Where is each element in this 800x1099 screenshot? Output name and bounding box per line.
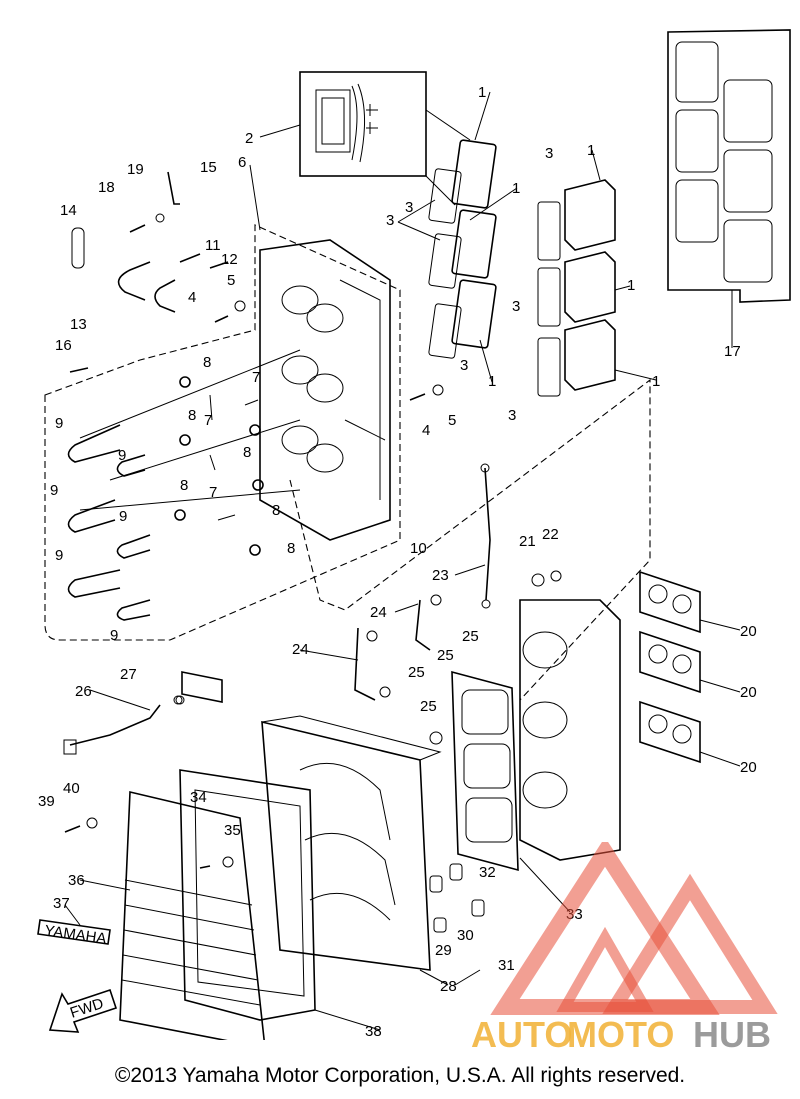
callout-3: 3 <box>386 212 394 229</box>
callout-5: 5 <box>227 272 235 289</box>
reed-valve-set-right <box>537 179 616 397</box>
callout-2: 2 <box>245 130 253 147</box>
automotohub-watermark: AUTO MOTO HUB <box>471 842 778 1055</box>
callout-20: 20 <box>740 759 757 776</box>
callout-25: 25 <box>408 664 425 681</box>
callout-8: 8 <box>272 502 280 519</box>
callout-8: 8 <box>287 540 295 557</box>
callout-1: 1 <box>627 277 635 294</box>
callout-39: 39 <box>38 793 55 810</box>
callout-18: 18 <box>98 179 115 196</box>
callout-32: 32 <box>479 864 496 881</box>
callout-5: 5 <box>448 412 456 429</box>
callout-37: 37 <box>53 895 70 912</box>
assembly-dashed-outline-right <box>289 378 651 701</box>
callout-24: 24 <box>370 604 387 621</box>
callout-8: 8 <box>203 354 211 371</box>
callout-38: 38 <box>365 1023 382 1040</box>
callout-4: 4 <box>188 289 196 306</box>
callout-7: 7 <box>209 484 217 501</box>
callout-labels: 1 1 1 1 1 1 2 3 3 3 3 3 3 4 4 5 5 6 7 7 … <box>38 84 757 1040</box>
copyright-footer: ©2013 Yamaha Motor Corporation, U.S.A. A… <box>114 1064 686 1087</box>
label-plate-text: YAMAHA <box>43 922 107 947</box>
leader-lines <box>64 91 741 1031</box>
linkage-23-24 <box>354 463 491 701</box>
exploded-parts-diagram: YAMAHA FWD 1 1 1 1 1 1 2 3 3 3 3 <box>37 29 791 1040</box>
silencer-cover <box>119 790 265 1040</box>
callout-28: 28 <box>440 978 457 995</box>
callout-14: 14 <box>60 202 77 219</box>
watermark-logo-icon <box>490 842 778 1015</box>
gasket-38 <box>179 769 316 1021</box>
callout-24: 24 <box>292 641 309 658</box>
gasket-33 <box>451 670 519 872</box>
sensor-26-27 <box>63 671 223 755</box>
watermark-brand-moto: MOTO <box>567 1014 674 1055</box>
watermark-brand-auto: AUTO <box>471 1014 572 1055</box>
callout-9: 9 <box>118 447 126 464</box>
callout-20: 20 <box>740 623 757 640</box>
carburetor-assembly <box>519 599 621 861</box>
callout-11: 11 <box>205 237 221 254</box>
callout-15: 15 <box>200 159 217 176</box>
callout-29: 29 <box>435 942 452 959</box>
callout-9: 9 <box>55 415 63 432</box>
callout-12: 12 <box>221 251 238 268</box>
gaskets-20 <box>639 570 701 764</box>
callout-16: 16 <box>55 337 72 354</box>
callout-3: 3 <box>512 298 520 315</box>
callout-10: 10 <box>410 540 427 557</box>
callout-9: 9 <box>110 627 118 644</box>
fwd-arrow: FWD <box>48 988 118 1033</box>
callout-22: 22 <box>542 526 559 543</box>
watermark-brand-hub: HUB <box>693 1014 771 1055</box>
inset-detail <box>299 71 471 206</box>
reed-valve-set-center <box>428 139 497 359</box>
callout-21: 21 <box>519 533 536 550</box>
label-plate: YAMAHA <box>37 919 111 948</box>
callout-6: 6 <box>238 154 246 171</box>
callout-19: 19 <box>127 161 144 178</box>
callout-3: 3 <box>545 145 553 162</box>
callout-23: 23 <box>432 567 449 584</box>
callout-3: 3 <box>460 357 468 374</box>
fittings-7-8 <box>174 376 264 556</box>
callout-3: 3 <box>405 199 413 216</box>
callout-9: 9 <box>50 482 58 499</box>
callout-36: 36 <box>68 872 85 889</box>
callout-8: 8 <box>188 407 196 424</box>
callout-8: 8 <box>180 477 188 494</box>
callout-9: 9 <box>55 547 63 564</box>
silencer-body <box>261 715 442 971</box>
callout-1: 1 <box>587 142 595 159</box>
callout-1: 1 <box>652 373 660 390</box>
callout-20: 20 <box>740 684 757 701</box>
callout-40: 40 <box>63 780 80 797</box>
callout-17: 17 <box>724 343 741 360</box>
callout-7: 7 <box>252 369 260 386</box>
callout-9: 9 <box>119 508 127 525</box>
intake-manifold <box>259 239 391 541</box>
callout-13: 13 <box>70 316 87 333</box>
callout-34: 34 <box>190 789 207 806</box>
callout-26: 26 <box>75 683 92 700</box>
callout-27: 27 <box>120 666 137 683</box>
callout-30: 30 <box>457 927 474 944</box>
hoses-9 <box>67 349 301 621</box>
callout-35: 35 <box>224 822 241 839</box>
callout-25: 25 <box>420 698 437 715</box>
callout-1: 1 <box>478 84 486 101</box>
callout-25: 25 <box>437 647 454 664</box>
callout-25: 25 <box>462 628 479 645</box>
callout-3: 3 <box>508 407 516 424</box>
bolts <box>64 171 444 869</box>
small-fittings <box>175 570 562 933</box>
callout-4: 4 <box>422 422 430 439</box>
callout-8: 8 <box>243 444 251 461</box>
callout-7: 7 <box>204 412 212 429</box>
hoses-11-12-13 <box>117 253 229 313</box>
callout-31: 31 <box>498 957 515 974</box>
assembly-dashed-outline <box>44 224 401 641</box>
gasket-17 <box>667 29 791 303</box>
